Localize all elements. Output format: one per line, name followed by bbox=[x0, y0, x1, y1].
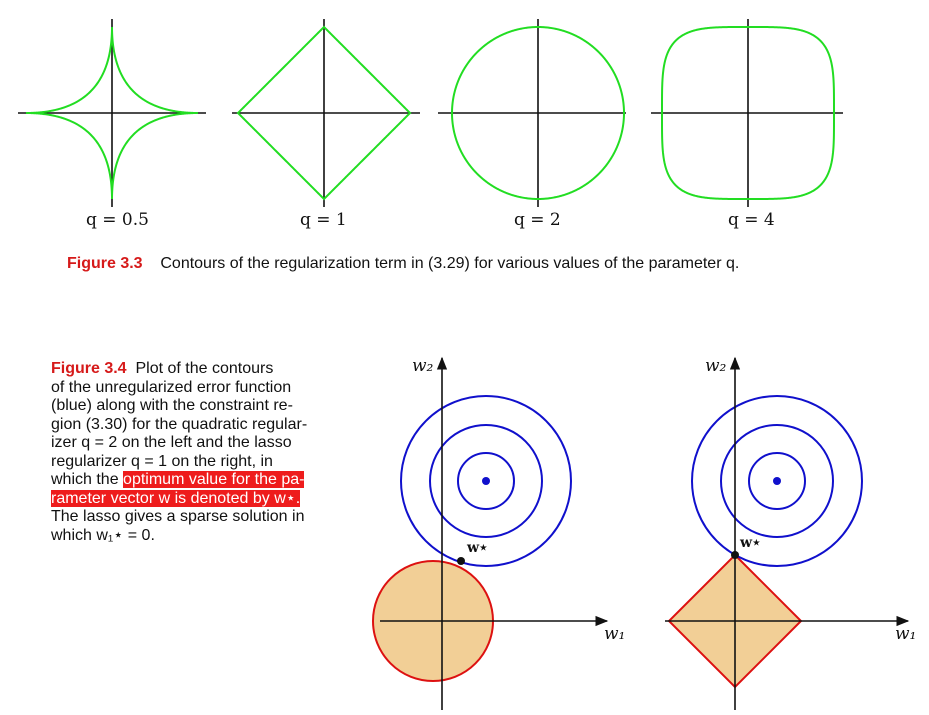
figure-3-4-ref: Figure 3.4 bbox=[51, 360, 127, 377]
caption-line-10: which w₁⋆ = 0. bbox=[51, 526, 155, 544]
contour-q1 bbox=[236, 25, 412, 201]
contour-q4 bbox=[661, 26, 835, 200]
axis-label-w1-right: w₁ bbox=[895, 624, 917, 644]
optimum-point-right bbox=[731, 551, 739, 559]
label-q05: q = 0.5 bbox=[86, 210, 149, 230]
caption-line-0: Plot of the contours bbox=[135, 360, 274, 377]
caption-line-1: of the unregularized error function bbox=[51, 378, 292, 396]
caption-highlight-2: rameter vector w is denoted by w⋆. bbox=[51, 489, 301, 507]
caption-line-9: The lasso gives a sparse solution in bbox=[51, 508, 305, 525]
error-contour-inner bbox=[748, 452, 806, 510]
error-minimum-dot bbox=[482, 477, 490, 485]
optimum-point-left bbox=[457, 557, 465, 565]
caption-line-2: (blue) along with the constraint re- bbox=[51, 397, 293, 414]
figure-3-3-caption-text: Contours of the regularization term in (… bbox=[160, 255, 740, 272]
caption-line-5: regularizer q = 1 on the right, in bbox=[51, 452, 273, 470]
contour-q2 bbox=[451, 26, 625, 200]
label-q2: q = 2 bbox=[514, 210, 561, 230]
label-q4: q = 4 bbox=[728, 210, 775, 230]
error-contour-outer bbox=[400, 395, 572, 567]
error-minimum-dot bbox=[773, 477, 781, 485]
error-contour-inner bbox=[457, 452, 515, 510]
label-q1: q = 1 bbox=[300, 210, 347, 230]
error-contour-outer bbox=[691, 395, 863, 567]
axis-label-w2-right: w₂ bbox=[705, 356, 727, 376]
caption-line-3: gion (3.30) for the quadratic regular- bbox=[51, 415, 308, 433]
axis-label-w2-left: w₂ bbox=[412, 356, 434, 376]
figure-3-3-caption: Figure 3.3 Contours of the regularizatio… bbox=[67, 255, 739, 273]
error-contour-middle bbox=[720, 424, 834, 538]
optimum-label-left: w⋆ bbox=[467, 540, 488, 556]
figure-3-4-caption: Figure 3.4 Plot of the contours of the u… bbox=[51, 360, 341, 545]
contour-q05 bbox=[26, 27, 198, 199]
caption-highlight-1: optimum value for the pa- bbox=[123, 471, 305, 488]
figure-3-3-plots bbox=[18, 19, 843, 207]
caption-line-4: izer q = 2 on the left and the lasso bbox=[51, 434, 292, 451]
figure-3-3-ref: Figure 3.3 bbox=[67, 255, 143, 272]
error-contour-middle bbox=[429, 424, 543, 538]
axis-label-w1-left: w₁ bbox=[604, 624, 626, 644]
optimum-label-right: w⋆ bbox=[740, 535, 761, 551]
caption-line-6: which the bbox=[51, 471, 119, 488]
